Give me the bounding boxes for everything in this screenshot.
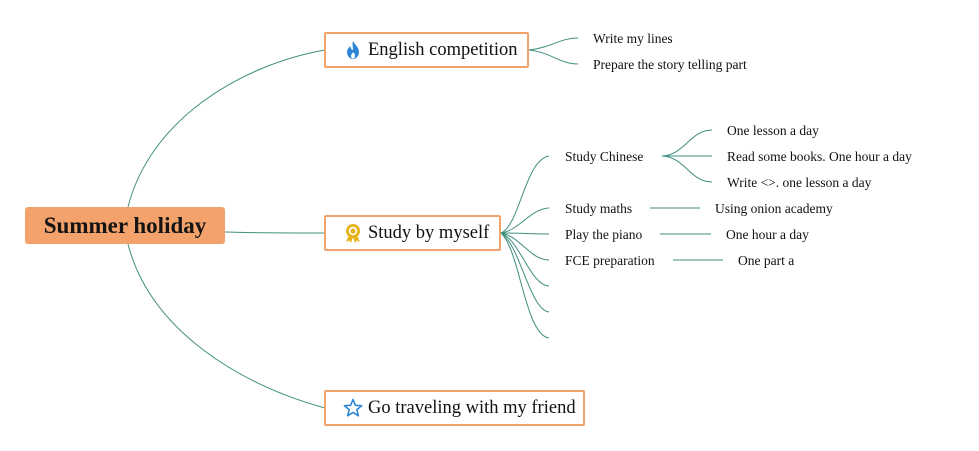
link-study-chinese <box>500 155 550 234</box>
leaf-study-chinese[interactable]: Study Chinese <box>565 149 644 164</box>
link-root-english <box>127 49 326 208</box>
leaf-fce-preparation[interactable]: FCE preparation <box>565 253 655 268</box>
award-ribbon-icon <box>342 222 364 244</box>
leaf-write-lesson[interactable]: Write <>. one lesson a day <box>727 175 872 190</box>
branch-study-by-myself[interactable]: Study by myself <box>324 215 501 251</box>
branch-label: Study by myself <box>368 222 490 243</box>
branch-label: English competition <box>368 39 518 60</box>
link-chinese-write <box>661 155 713 183</box>
link-study-piano <box>500 232 550 235</box>
branch-english-competition[interactable]: English competition <box>324 32 529 68</box>
leaf-one-lesson-a-day[interactable]: One lesson a day <box>727 123 819 138</box>
leaf-one-part-a[interactable]: One part a <box>738 253 795 268</box>
leaf-prepare-story[interactable]: Prepare the story telling part <box>593 57 747 72</box>
leaf-write-my-lines[interactable]: Write my lines <box>593 31 673 46</box>
link-root-travel <box>127 243 326 409</box>
link-root-study <box>224 231 326 234</box>
star-icon <box>342 397 364 419</box>
link-chinese-lesson <box>661 129 713 157</box>
leaf-study-maths[interactable]: Study maths <box>565 201 633 216</box>
link-study-empty-3 <box>500 232 550 339</box>
leaf-read-some-books[interactable]: Read some books. One hour a day <box>727 149 912 164</box>
leaf-one-hour-a-day[interactable]: One hour a day <box>726 227 809 242</box>
link-study-empty-2 <box>500 232 550 313</box>
root-topic[interactable]: Summer holiday <box>25 207 225 244</box>
link-study-fce <box>500 232 550 261</box>
branch-go-traveling[interactable]: Go traveling with my friend <box>324 390 585 426</box>
link-study-maths <box>500 207 550 234</box>
root-topic-label: Summer holiday <box>43 212 207 238</box>
link-english-story <box>528 49 579 65</box>
fire-icon <box>342 39 364 61</box>
branch-label: Go traveling with my friend <box>368 397 576 418</box>
link-study-empty-1 <box>500 232 550 287</box>
leaf-play-piano[interactable]: Play the piano <box>565 227 643 242</box>
leaf-using-onion-academy[interactable]: Using onion academy <box>715 201 833 216</box>
link-english-lines <box>528 37 579 51</box>
